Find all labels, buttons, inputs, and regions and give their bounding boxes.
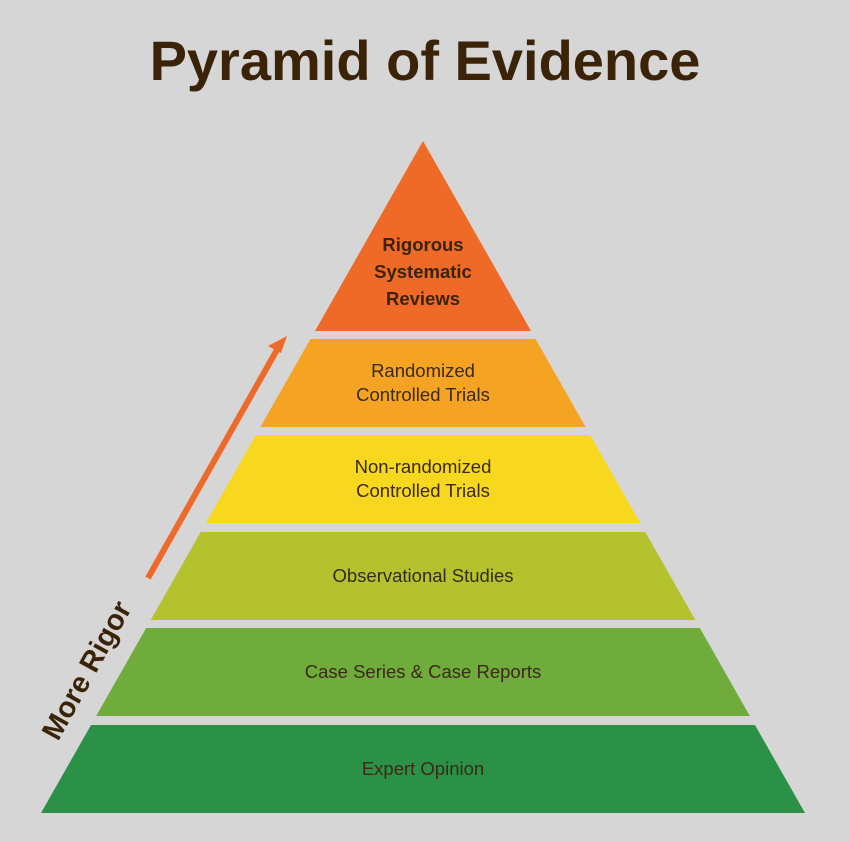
tier-label-non-randomized-controlled-trials-line-2: Controlled Trials — [356, 480, 490, 501]
rigor-arrow-icon — [268, 336, 287, 353]
tier-expert-opinion: Expert Opinion — [41, 725, 805, 813]
tier-label-randomized-controlled-trials-line-2: Controlled Trials — [356, 384, 490, 405]
tier-label-randomized-controlled-trials-line-1: Randomized — [371, 360, 475, 381]
tier-label-non-randomized-controlled-trials-line-1: Non-randomized — [355, 456, 492, 477]
tier-shape-expert-opinion — [41, 725, 805, 813]
tier-label-case-series-and-case-reports-line-1: Case Series & Case Reports — [305, 661, 542, 682]
tier-label-expert-opinion-line-1: Expert Opinion — [362, 758, 484, 779]
tier-shape-randomized-controlled-trials — [260, 339, 586, 427]
tier-shape-case-series-and-case-reports — [96, 628, 750, 716]
rigor-arrow-shaft — [145, 346, 281, 580]
page-title: Pyramid of Evidence — [149, 29, 701, 92]
pyramid-tiers: RigorousSystematicReviewsRandomizedContr… — [41, 141, 805, 813]
tier-label-rigorous-systematic-reviews-line-3: Reviews — [386, 288, 460, 309]
tier-label-rigorous-systematic-reviews-line-1: Rigorous — [382, 234, 463, 255]
tier-shape-rigorous-systematic-reviews — [314, 141, 532, 331]
tier-case-series-and-case-reports: Case Series & Case Reports — [96, 628, 750, 716]
tier-observational-studies: Observational Studies — [150, 532, 696, 620]
tier-label-observational-studies-line-1: Observational Studies — [333, 565, 514, 586]
tier-shape-non-randomized-controlled-trials — [205, 435, 641, 523]
tier-shape-observational-studies — [150, 532, 696, 620]
tier-label-rigorous-systematic-reviews-line-2: Systematic — [374, 261, 472, 282]
